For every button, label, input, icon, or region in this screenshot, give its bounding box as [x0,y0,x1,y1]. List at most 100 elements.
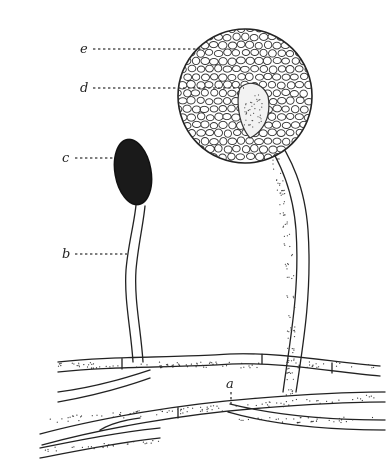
texture-dot [300,417,301,418]
texture-dot [167,364,168,365]
texture-dot [253,113,254,114]
texture-dot [283,215,284,216]
texture-dot [90,362,91,363]
texture-dot [292,372,293,373]
texture-dot [91,364,92,365]
texture-dot [229,362,230,363]
texture-dot [287,277,288,278]
texture-dot [236,406,237,407]
texture-dot [288,372,289,373]
texture-dot [362,400,363,401]
texture-dot [143,367,144,368]
texture-dot [87,366,88,367]
texture-dot [268,406,269,407]
texture-dot [290,373,291,374]
texture-dot [68,417,69,418]
texture-dot [313,421,314,422]
texture-dot [166,366,167,367]
texture-dot [261,419,262,420]
texture-dot [293,296,294,297]
texture-dot [183,408,184,409]
texture-dot [244,124,245,125]
texture-dot [113,412,114,413]
texture-dot [329,420,330,421]
texture-dot [291,327,292,328]
texture-dot [146,364,147,365]
texture-dot [268,420,269,421]
texture-dot [258,94,259,95]
texture-dot [72,415,73,416]
texture-dot [269,401,270,402]
texture-dot [61,418,62,419]
texture-dot [288,362,289,363]
texture-dot [167,365,168,366]
texture-dot [279,204,280,205]
texture-dot [196,363,197,364]
texture-dot [283,203,284,204]
texture-dot [293,350,294,351]
texture-dot [169,410,170,411]
texture-dot [259,109,260,110]
texture-dot [93,367,94,368]
texture-dot [292,254,293,255]
texture-dot [307,367,308,368]
texture-dot [368,364,369,365]
texture-dot [254,108,255,109]
texture-dot [202,365,203,366]
texture-dot [239,419,240,420]
texture-dot [252,120,253,121]
texture-dot [289,317,290,318]
texture-dot [286,369,287,370]
texture-dot [277,183,278,184]
texture-dot [254,95,255,96]
texture-dot [210,362,211,363]
texture-dot [308,417,309,418]
texture-dot [293,348,294,349]
texture-dot [294,307,295,308]
texture-dot [107,446,108,447]
texture-dot [251,106,252,107]
texture-dot [256,99,257,100]
texture-dot [291,278,292,279]
texture-dot [287,348,288,349]
texture-dot [292,393,293,394]
texture-dot [241,420,242,421]
texture-dot [265,402,266,403]
texture-dot [283,404,284,405]
texture-dot [287,373,288,374]
texture-dot [57,422,58,423]
texture-dot [173,364,174,365]
texture-dot [200,411,201,412]
label-d-text: d [80,81,88,96]
texture-dot [280,403,281,404]
texture-dot [83,364,84,365]
texture-dot [286,223,287,224]
texture-dot [286,418,287,419]
texture-dot [269,417,270,418]
texture-dot [286,268,287,269]
texture-dot [339,420,340,421]
texture-dot [366,395,367,396]
texture-dot [146,443,147,444]
texture-dot [288,389,289,390]
label-b-text: b [62,247,70,262]
texture-dot [248,110,249,111]
texture-dot [277,190,278,191]
texture-dot [172,367,173,368]
texture-dot [160,367,161,368]
texture-dot [172,411,173,412]
texture-dot [339,363,340,364]
texture-dot [133,412,134,413]
texture-dot [141,364,142,365]
texture-dot [283,227,284,228]
texture-dot [216,406,217,407]
texture-dot [291,389,292,390]
texture-dot [177,409,178,410]
texture-dot [299,422,300,423]
texture-dot [96,447,97,448]
texture-dot [139,410,140,411]
texture-dot [294,326,295,327]
texture-dot [96,415,97,416]
texture-dot [297,422,298,423]
texture-dot [245,103,246,104]
